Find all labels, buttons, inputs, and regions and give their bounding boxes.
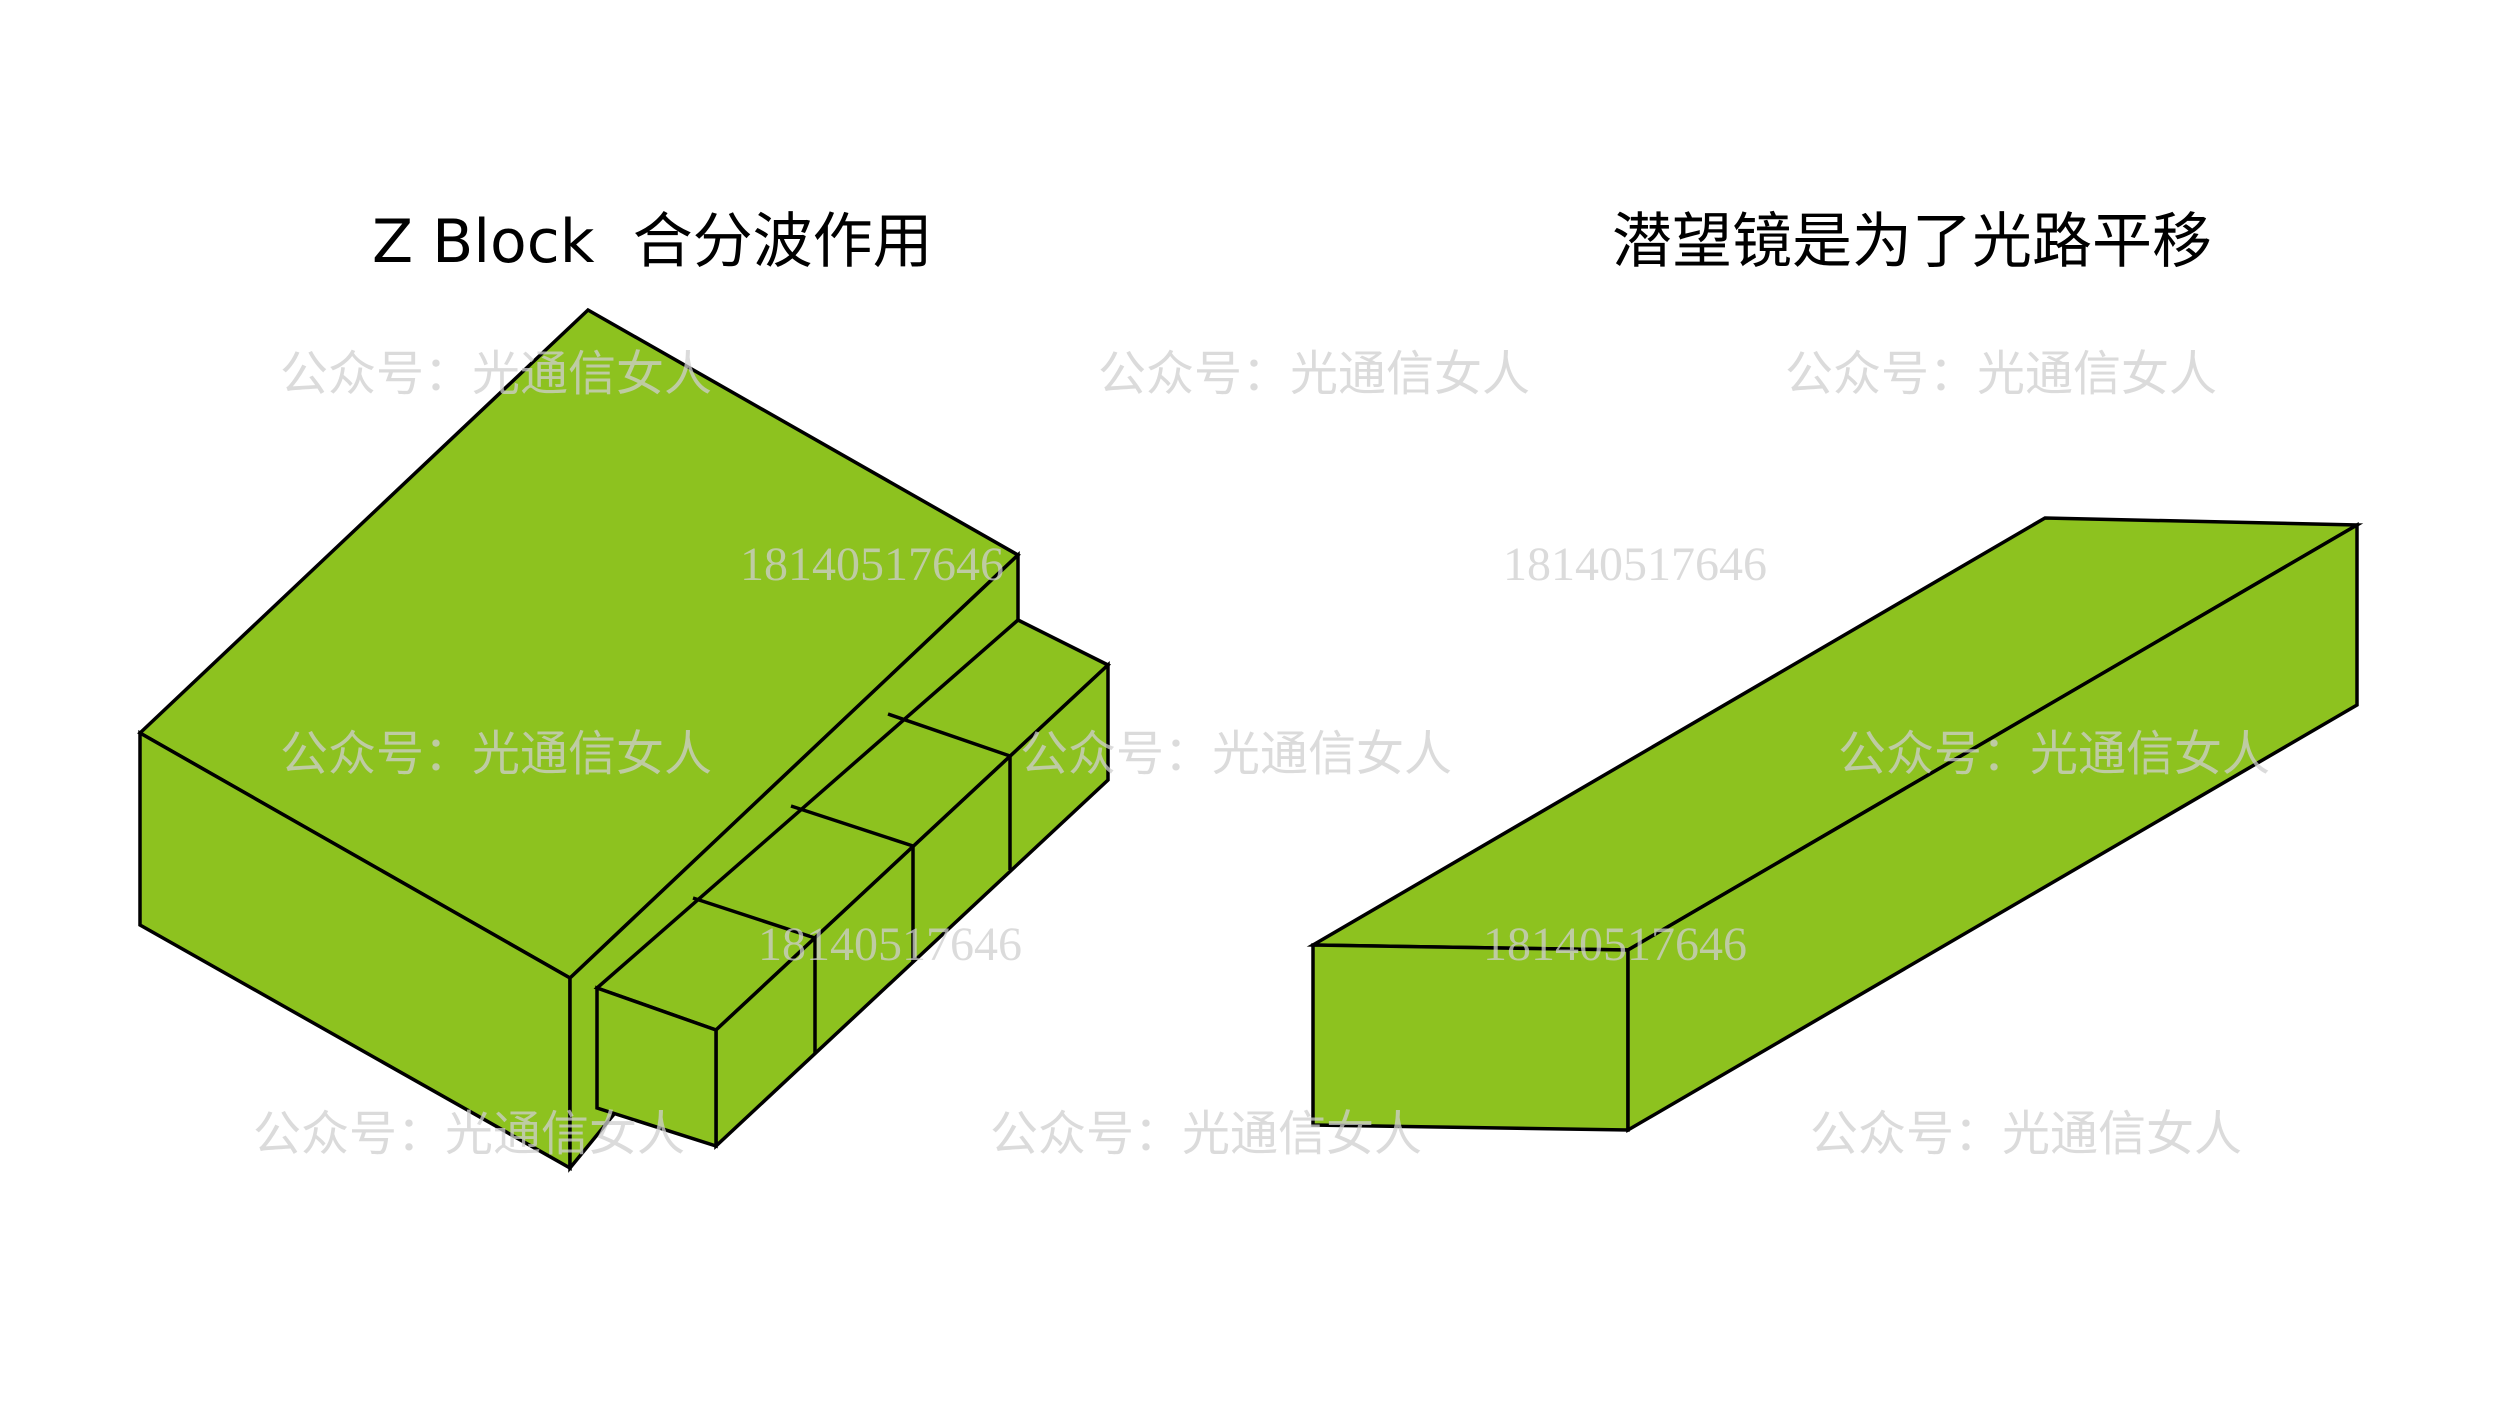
watermark-account: 公众号：光通信女人 (1838, 726, 2270, 782)
watermark-account: 公众号：光通信女人 (1810, 1106, 2242, 1162)
filter-divider-top-3 (887, 712, 1011, 758)
watermark-phone: 18140517646 (1503, 538, 1767, 591)
filter-divider-top-1 (692, 896, 816, 940)
watermark-account: 公众号：光通信女人 (990, 1106, 1422, 1162)
watermark-phone: 18140517646 (1483, 918, 1747, 971)
watermark-account: 公众号：光通信女人 (1098, 346, 1530, 402)
watermark-account: 公众号：光通信女人 (253, 1106, 685, 1162)
z-block-assembly (137, 307, 1112, 1173)
periscope-front-face (1311, 943, 1630, 1132)
watermark-phone: 18140517646 (740, 538, 1004, 591)
watermark-phone: 18140517646 (758, 918, 1022, 971)
filter-strip (593, 617, 1112, 1151)
periscope-prism (1306, 516, 2364, 1134)
filter-strip-front-face (595, 985, 718, 1149)
watermark-layer: 公众号：光通信女人 公众号：光通信女人 公众号：光通信女人 1814051764… (253, 346, 2270, 1162)
watermark-account: 公众号：光通信女人 (1785, 346, 2217, 402)
watermark-account: 公众号：光通信女人 (280, 726, 712, 782)
watermark-account: 公众号：光通信女人 (280, 346, 712, 402)
watermark-account: 公众号：光通信女人 (1020, 726, 1452, 782)
periscope-side-face (1626, 521, 2359, 1134)
filter-divider-top-2 (790, 804, 914, 848)
right-diagram-title: 潜望镜是为了光路平移 (1612, 207, 2212, 277)
left-diagram-title: Z Block 合分波作用 (372, 207, 933, 277)
